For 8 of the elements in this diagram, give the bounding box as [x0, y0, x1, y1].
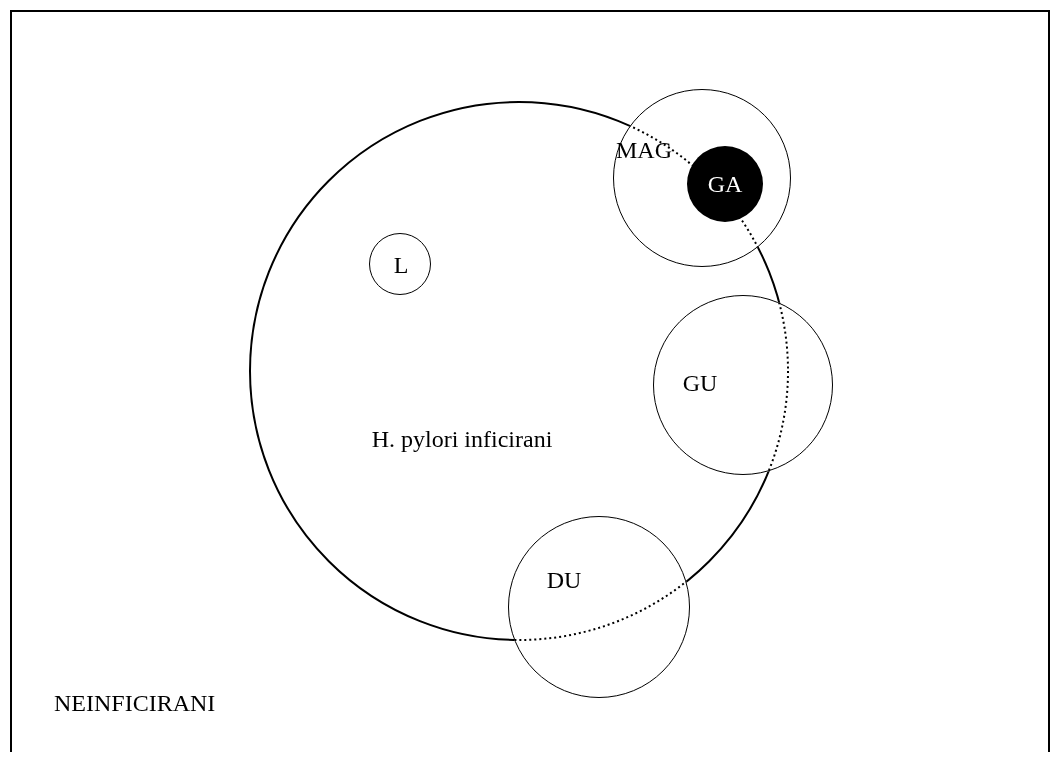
region-label: GA — [707, 171, 743, 197]
venn-circle — [613, 89, 791, 267]
region-label: L — [393, 252, 409, 278]
region-label: GU — [682, 370, 718, 396]
region-label: DU — [546, 567, 582, 593]
region-label: NEINFICIRANI — [54, 690, 216, 716]
region-box — [10, 10, 1050, 752]
region-label: H. pylori inficirani — [371, 426, 553, 452]
